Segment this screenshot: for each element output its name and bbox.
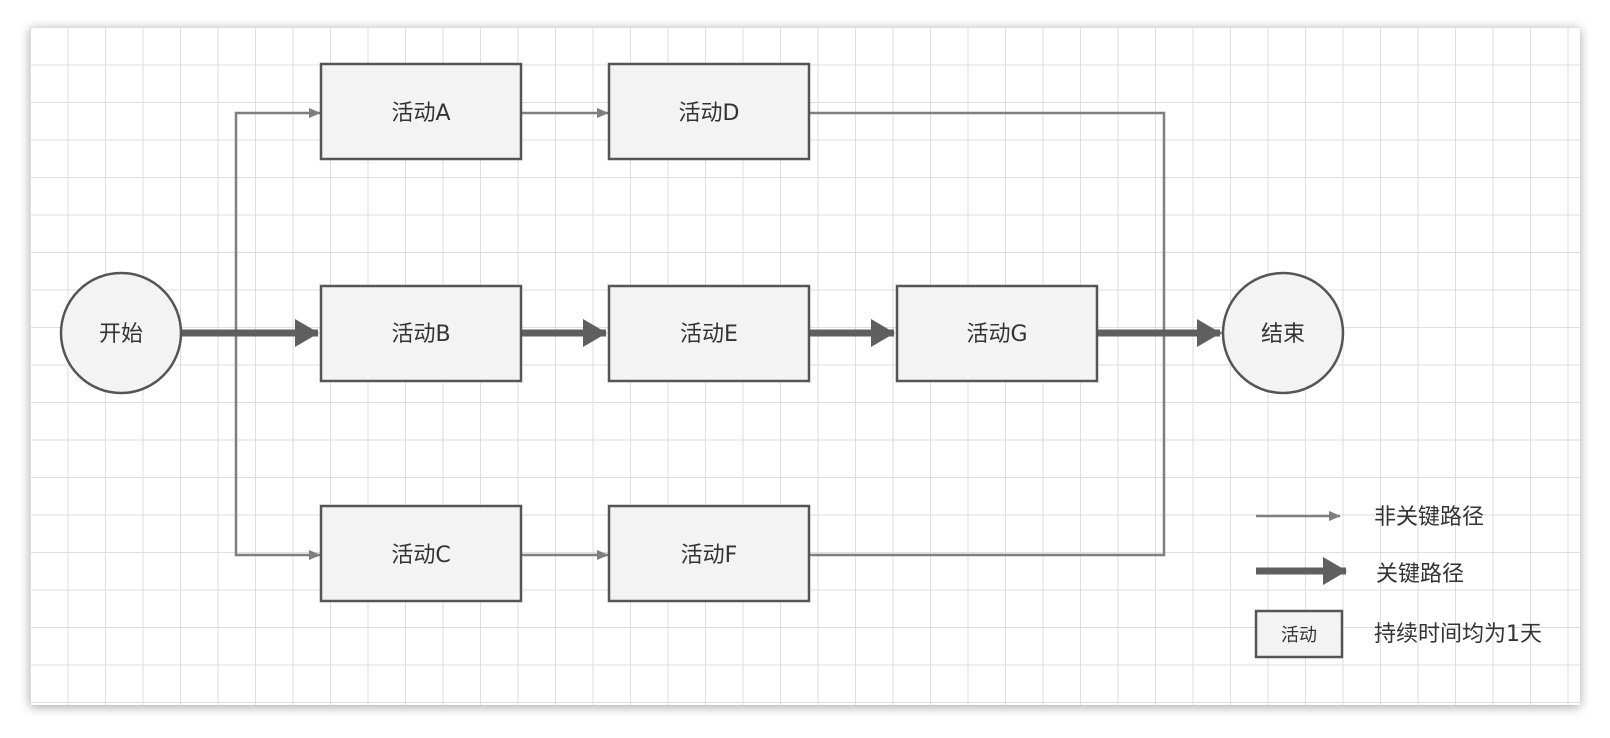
edge-F-to-end	[809, 333, 1166, 557]
end-node: 结束	[1221, 271, 1345, 395]
edge-start-to-A	[176, 108, 321, 335]
activity-C: 活动C	[319, 504, 523, 603]
legend-critical-label: 关键路径	[1376, 562, 1464, 587]
legend-duration-note: 持续时间均为1天	[1374, 622, 1542, 647]
activity-F: 活动F	[607, 504, 811, 603]
legend-non-critical-label: 非关键路径	[1374, 505, 1484, 530]
activity-D-label: 活动D	[679, 101, 740, 126]
activity-G-label: 活动G	[966, 322, 1027, 347]
legend-activity-box-label: 活动	[1281, 625, 1317, 646]
activity-A-label: 活动A	[391, 101, 450, 126]
end-node-label: 结束	[1261, 322, 1305, 347]
legend-activity-box	[1254, 609, 1344, 659]
activity-E-label: 活动E	[680, 322, 738, 347]
activity-A: 活动A	[319, 62, 523, 161]
activity-D: 活动D	[607, 62, 811, 161]
activity-G: 活动G	[895, 284, 1099, 383]
activity-F-label: 活动F	[681, 543, 738, 568]
edge-start-to-C	[234, 333, 321, 560]
activity-B-label: 活动B	[391, 322, 450, 347]
activity-E: 活动E	[607, 284, 811, 383]
start-node-label: 开始	[99, 322, 143, 347]
activity-B: 活动B	[319, 284, 523, 383]
start-node: 开始	[59, 271, 183, 395]
legend: 非关键路径 关键路径 活动 持续时间均为1天	[1254, 505, 1542, 659]
activity-C-label: 活动C	[391, 543, 450, 568]
